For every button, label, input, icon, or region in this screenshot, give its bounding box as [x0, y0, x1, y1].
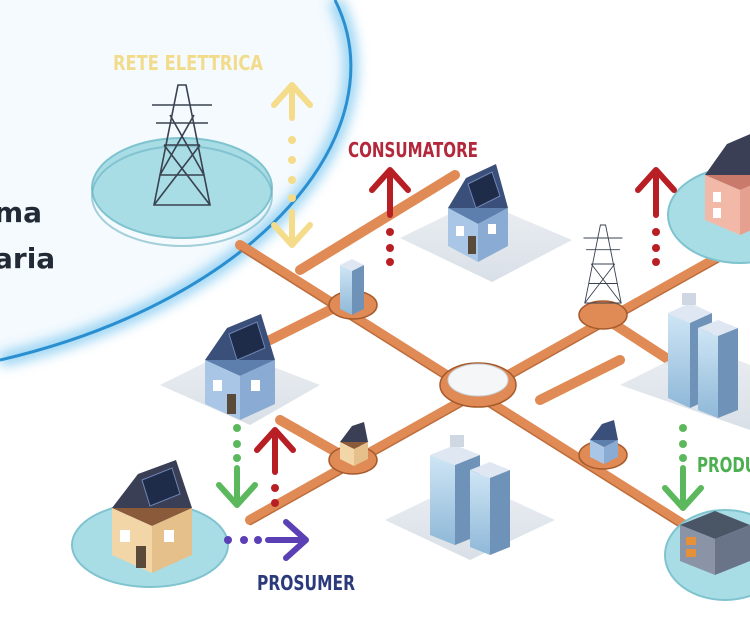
pylon-icon — [152, 84, 212, 206]
arrow-icon — [662, 465, 704, 511]
arrow-dots — [652, 228, 660, 266]
label-rete-elettrica: RETE ELETTRICA — [113, 51, 263, 75]
factory-icon — [680, 511, 750, 575]
house-icon — [705, 134, 750, 235]
arrow-dots — [233, 424, 241, 462]
arrow-icon — [369, 167, 411, 218]
house-icon — [112, 460, 192, 573]
house-icon — [590, 420, 618, 464]
tower-icon — [430, 435, 510, 555]
arrow-icon — [265, 519, 309, 561]
house-icon — [205, 314, 275, 420]
arrow-icon — [216, 465, 258, 508]
tower-icon — [340, 259, 364, 315]
house-icon — [340, 422, 368, 466]
house-icon — [448, 164, 508, 262]
label-cut-line1: ma — [0, 196, 42, 229]
arrow-dots — [386, 228, 394, 266]
tower-icon — [668, 293, 738, 418]
arrow-dots — [271, 484, 279, 507]
arrow-dots — [224, 536, 262, 544]
label-prosumer: PROSUMER — [257, 571, 355, 595]
arrow-icon — [271, 82, 313, 248]
arrow-dots — [679, 424, 687, 462]
arrow-icon — [635, 167, 677, 218]
arrow-dots — [288, 136, 296, 202]
label-cut-line2: aria — [0, 242, 55, 275]
label-producer: PRODU — [697, 453, 750, 477]
label-consumatore: CONSUMATORE — [348, 138, 478, 162]
pylon-icon — [583, 224, 623, 304]
arrow-icon — [254, 427, 296, 475]
